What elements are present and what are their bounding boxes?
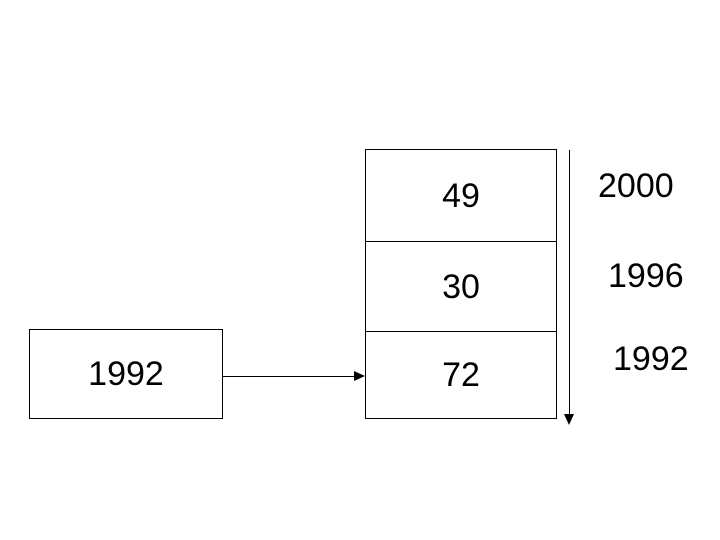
- source-node-label: 1992: [88, 355, 164, 393]
- source-node-box[interactable]: 1992: [29, 329, 223, 419]
- connector-arrowhead-icon: [354, 371, 365, 381]
- time-axis-shaft: [569, 150, 570, 417]
- stack-segment[interactable]: 30: [366, 241, 556, 331]
- stack-segment[interactable]: 49: [366, 150, 556, 241]
- stack-segment-value: 49: [442, 176, 480, 215]
- axis-year-label: 2000: [598, 167, 674, 205]
- stack-segment-value: 30: [442, 267, 480, 306]
- stack-segment[interactable]: 72: [366, 331, 556, 418]
- stack-segment-value: 72: [442, 356, 480, 394]
- axis-year-label: 1996: [608, 257, 684, 295]
- connector-arrow-shaft: [223, 376, 357, 377]
- axis-year-label: 1992: [613, 340, 689, 378]
- time-axis-arrowhead-icon: [564, 414, 574, 425]
- stacked-bar: 49 30 72: [365, 149, 557, 419]
- time-axis-arrow-down: [563, 150, 576, 426]
- connector-arrow-right: [223, 371, 365, 383]
